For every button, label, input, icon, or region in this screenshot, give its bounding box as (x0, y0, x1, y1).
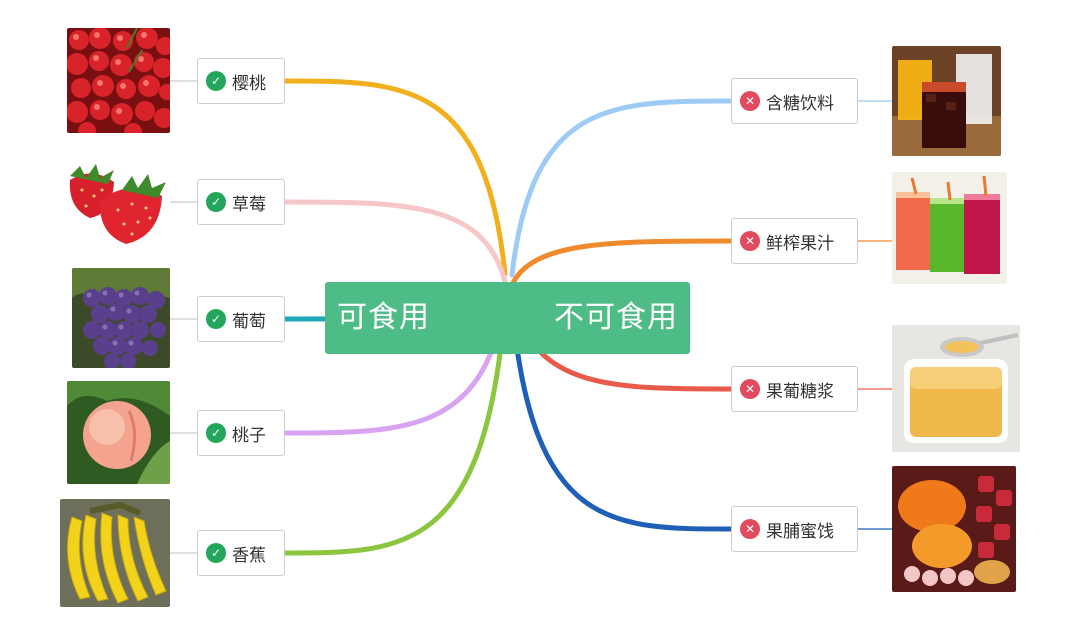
branch-peach[interactable]: ✓ 桃子 (197, 410, 285, 456)
inedible-heading: 不可食用 (554, 300, 678, 335)
check-circle-icon: ✓ (206, 192, 226, 212)
syrup-photo (892, 325, 1020, 452)
x-circle-icon: ✕ (740, 379, 760, 399)
peach-photo (67, 381, 170, 484)
fresh-juice-photo (892, 172, 1007, 284)
branch-label: 香蕉 (232, 545, 266, 566)
branch-candied-fruit[interactable]: ✕ 果脯蜜饯 (731, 506, 858, 552)
branch-grape[interactable]: ✓ 葡萄 (197, 296, 285, 342)
branch-label: 果葡糖浆 (766, 381, 834, 402)
check-circle-icon: ✓ (206, 71, 226, 91)
connector-inedible (509, 238, 734, 288)
branch-sugary-drinks[interactable]: ✕ 含糖饮料 (731, 78, 858, 124)
branch-label: 葡萄 (232, 311, 266, 332)
branch-syrup[interactable]: ✕ 果葡糖浆 (731, 366, 858, 412)
branch-fresh-juice[interactable]: ✕ 鲜榨果汁 (731, 218, 858, 264)
branch-label: 草莓 (232, 194, 266, 215)
sugary-drinks-photo (892, 46, 1001, 156)
connector-edible (282, 78, 508, 277)
edible-heading: 可食用 (337, 300, 430, 335)
branch-strawberry[interactable]: ✓ 草莓 (197, 179, 285, 225)
branch-label: 樱桃 (232, 73, 266, 94)
x-circle-icon: ✕ (740, 91, 760, 111)
branch-banana[interactable]: ✓ 香蕉 (197, 530, 285, 576)
central-topic[interactable]: 可食用 不可食用 (325, 282, 690, 354)
x-circle-icon: ✕ (740, 231, 760, 251)
check-circle-icon: ✓ (206, 309, 226, 329)
cherries-photo (67, 28, 170, 133)
candied-fruit-photo (892, 466, 1016, 592)
branch-label: 桃子 (232, 425, 266, 446)
branch-cherry[interactable]: ✓ 樱桃 (197, 58, 285, 104)
grapes-photo (72, 268, 170, 368)
connector-inedible (509, 98, 734, 278)
bananas-photo (60, 499, 170, 607)
check-circle-icon: ✓ (206, 543, 226, 563)
branch-label: 鲜榨果汁 (766, 233, 834, 254)
branch-label: 果脯蜜饯 (766, 521, 834, 542)
strawberries-photo (62, 156, 170, 246)
connector-edible (282, 303, 508, 556)
branch-label: 含糖饮料 (766, 93, 834, 114)
x-circle-icon: ✕ (740, 519, 760, 539)
connector-inedible (509, 302, 734, 532)
check-circle-icon: ✓ (206, 423, 226, 443)
connector-edible (282, 199, 508, 285)
